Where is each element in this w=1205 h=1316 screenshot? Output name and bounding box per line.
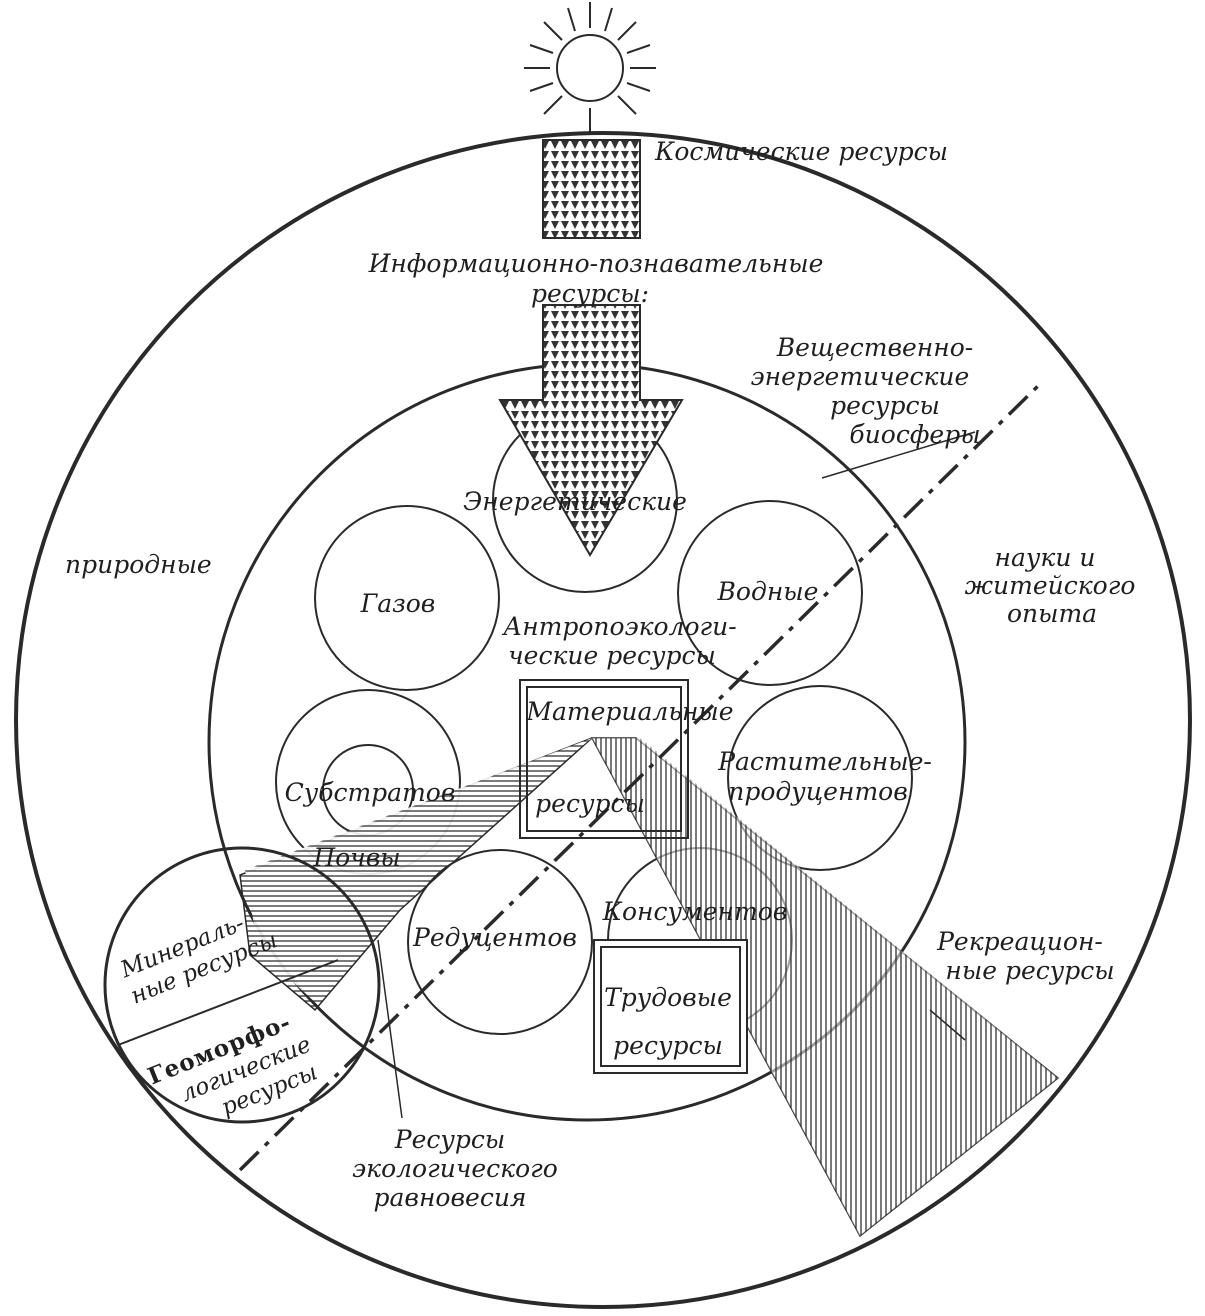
science-label-2: житейского: [965, 571, 1136, 600]
substrates-label: Субстратов: [285, 778, 456, 807]
labor-label-1: Трудовые: [604, 983, 732, 1012]
substance-label-4: биосферы: [849, 420, 980, 449]
plants-label-1: Растительные-: [717, 747, 932, 776]
natural-label: природные: [65, 550, 212, 579]
info-resources-label-2: ресурсы:: [531, 279, 649, 308]
eco-label-3: равновесия: [374, 1183, 527, 1212]
reducers-label: Редуцентов: [412, 923, 577, 952]
plants-label-2: продуцентов: [728, 777, 908, 806]
reducers-circle: [407, 849, 593, 1035]
mineral-circle: [103, 846, 381, 1124]
cosmic-resources-label: Космические ресурсы: [654, 137, 948, 166]
labor-resources-box: [593, 939, 748, 1074]
plants-circle: [727, 685, 913, 871]
dashed-divider: [238, 380, 1044, 1172]
science-label-3: опыта: [1007, 599, 1097, 628]
sun-icon: [524, 2, 656, 134]
material-label-2: ресурсы: [535, 789, 645, 818]
gases-circle: [314, 505, 500, 691]
material-resources-box: [519, 679, 689, 839]
eco-label-2: экологического: [352, 1154, 558, 1183]
anthropo-label-2: ческие ресурсы: [508, 641, 716, 670]
leader-lines: [377, 431, 976, 1119]
recreation-label-2: ные ресурсы: [945, 956, 1114, 985]
recreation-label-1: Рекреацион-: [936, 927, 1103, 956]
science-label-1: науки и: [995, 543, 1096, 572]
info-resources-label: Информационно-познавательные: [368, 249, 824, 278]
substance-label-2: энергетические: [751, 362, 970, 391]
substance-label-3: ресурсы: [830, 391, 940, 420]
anthropo-label-1: Антропоэкологи-: [501, 612, 736, 641]
soils-label: Почвы: [312, 843, 400, 872]
eco-label-1: Ресурсы: [394, 1125, 506, 1154]
gases-label: Газов: [360, 589, 436, 618]
energy-label: Энергетические: [463, 487, 687, 516]
recreation-band-overlay: [592, 738, 1058, 1236]
consumers-label: Консументов: [602, 897, 788, 926]
labor-label-2: ресурсы: [613, 1031, 723, 1060]
info-arrow: [498, 139, 684, 557]
water-circle: [677, 500, 863, 686]
material-label-1: Материальные: [525, 697, 733, 726]
substance-label-1: Вещественно-: [776, 333, 973, 362]
water-label: Водные: [717, 577, 819, 606]
outer-ring: [14, 131, 1192, 1309]
ecological-balance-wedge-overlay: [245, 738, 592, 1005]
